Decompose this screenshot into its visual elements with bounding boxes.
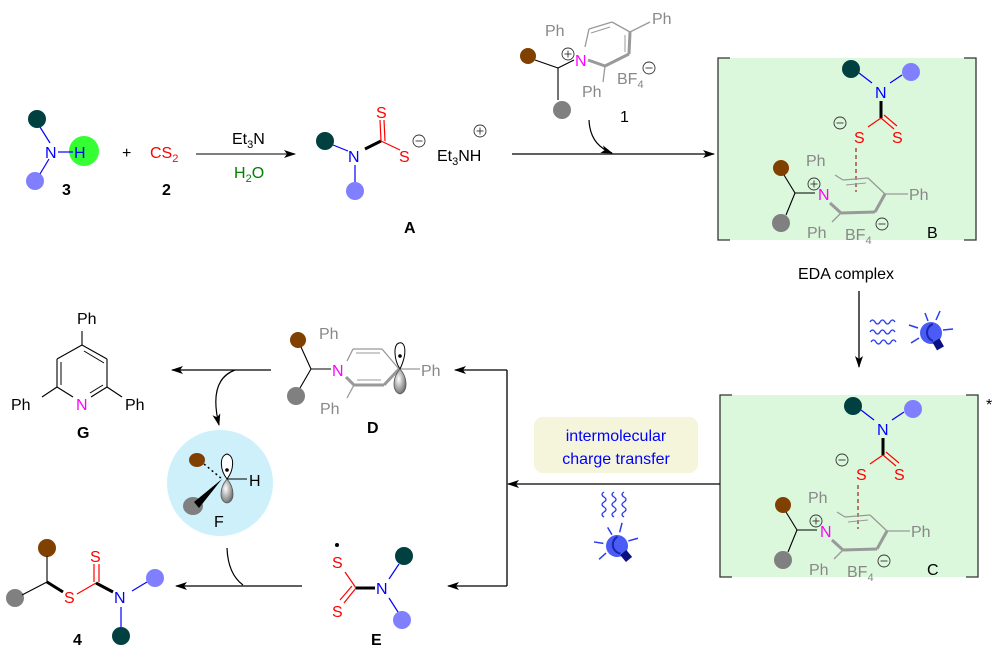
compound-label-e: E (371, 632, 382, 649)
svg-text:N: N (875, 85, 887, 102)
bf4-anion: BF4 (617, 71, 644, 91)
excited-complex-c: * N S S N Ph (719, 394, 992, 584)
svg-text:Ph: Ph (808, 490, 828, 507)
p-orbital-lower-lobe (393, 368, 407, 395)
eda-complex-caption: EDA complex (798, 266, 894, 283)
svg-text:S: S (854, 130, 865, 147)
charge-transfer-label-box (534, 417, 698, 473)
svg-text:Ph: Ph (77, 311, 97, 328)
plus-sign: + (122, 145, 131, 162)
light-bulb-icon (908, 310, 954, 352)
light-bulb-icon (590, 519, 643, 568)
compound-label-b: B (927, 225, 938, 242)
compound-2-cs2: CS2 2 (150, 145, 178, 199)
svg-text:Ph: Ph (320, 401, 340, 418)
compound-label-c: C (927, 562, 939, 579)
svg-text:S: S (399, 149, 410, 166)
svg-text:S: S (894, 467, 905, 484)
svg-text:Ph: Ph (582, 84, 602, 101)
thiyl-radical-e: S S N E (332, 543, 413, 649)
counterion-et3nh: Et3NH (437, 148, 481, 168)
curved-arrow-release-f (212, 369, 236, 426)
eda-complex-b: N S S N Ph Ph Ph (717, 57, 977, 247)
alkyl-radical-f: H F (167, 430, 273, 536)
compound-label-a: A (404, 220, 416, 237)
svg-text:N: N (575, 53, 587, 70)
intermediate-a: N S S Et3NH A (316, 105, 487, 237)
svg-text:S: S (856, 467, 867, 484)
compound-label-4: 4 (73, 632, 82, 649)
curved-arrow-combine (226, 547, 244, 586)
svg-text:Ph: Ph (807, 225, 827, 242)
charge-transfer-line-2: charge transfer (562, 451, 670, 468)
svg-text:S: S (64, 590, 75, 607)
svg-text:N: N (76, 397, 88, 414)
svg-text:N: N (877, 422, 889, 439)
svg-text:N: N (114, 590, 126, 607)
light-wave-icon (601, 491, 627, 518)
compound-label-g: G (77, 425, 89, 442)
compound-label-2: 2 (162, 182, 171, 199)
svg-text:Ph: Ph (809, 562, 829, 579)
svg-text:N: N (332, 363, 344, 380)
svg-text:BF4: BF4 (847, 564, 874, 584)
compound-label-1: 1 (620, 109, 629, 126)
svg-text:S: S (376, 105, 387, 122)
radical-dot-icon (398, 354, 402, 358)
solvent-h2o: H2O (234, 165, 264, 185)
svg-text:Ph: Ph (652, 11, 672, 28)
svg-text:Ph: Ph (545, 23, 565, 40)
compound-label-3: 3 (62, 182, 71, 199)
pyridine-g: Ph N Ph Ph G (11, 311, 145, 442)
reagent-et3n: Et3N (232, 131, 265, 151)
highlight-h-circle (69, 136, 99, 166)
compound-3-amine: N H 3 (26, 110, 99, 199)
light-wave-icon (869, 319, 897, 345)
svg-text:N: N (376, 581, 388, 598)
charge-transfer-line-1: intermolecular (566, 428, 667, 445)
svg-text:S: S (892, 130, 903, 147)
lavender-substituent (26, 172, 44, 190)
product-4: S S N 4 (6, 539, 164, 649)
svg-text:H: H (249, 473, 261, 490)
svg-text:Ph: Ph (319, 326, 339, 343)
svg-text:N: N (820, 524, 832, 541)
compound-label-f: F (214, 514, 224, 531)
excited-state-mark: * (986, 397, 992, 414)
svg-text:Ph: Ph (125, 397, 145, 414)
radical-dot-icon (225, 468, 229, 472)
complex-box (718, 58, 976, 240)
compound-label-d: D (367, 420, 379, 437)
pyridinyl-radical-d: N Ph Ph Ph D (287, 326, 441, 437)
curved-arrow-add-1 (588, 119, 613, 154)
svg-text:Ph: Ph (11, 397, 31, 414)
compound-1-pyridinium: N Ph Ph Ph BF4 1 (520, 11, 672, 126)
svg-text:S: S (332, 555, 343, 572)
amine-n: N (45, 145, 57, 162)
svg-text:Ph: Ph (421, 363, 441, 380)
teal-substituent (28, 110, 46, 128)
svg-text:S: S (332, 604, 343, 621)
svg-text:N: N (818, 187, 830, 204)
radical-dot-icon (335, 543, 339, 547)
cs2-formula: CS2 (150, 145, 178, 165)
svg-text:Ph: Ph (909, 187, 929, 204)
svg-text:N: N (348, 149, 360, 166)
svg-text:BF4: BF4 (845, 227, 872, 247)
svg-text:Ph: Ph (911, 524, 931, 541)
svg-text:Ph: Ph (806, 153, 826, 170)
amine-h: H (74, 145, 86, 162)
svg-text:S: S (90, 549, 101, 566)
